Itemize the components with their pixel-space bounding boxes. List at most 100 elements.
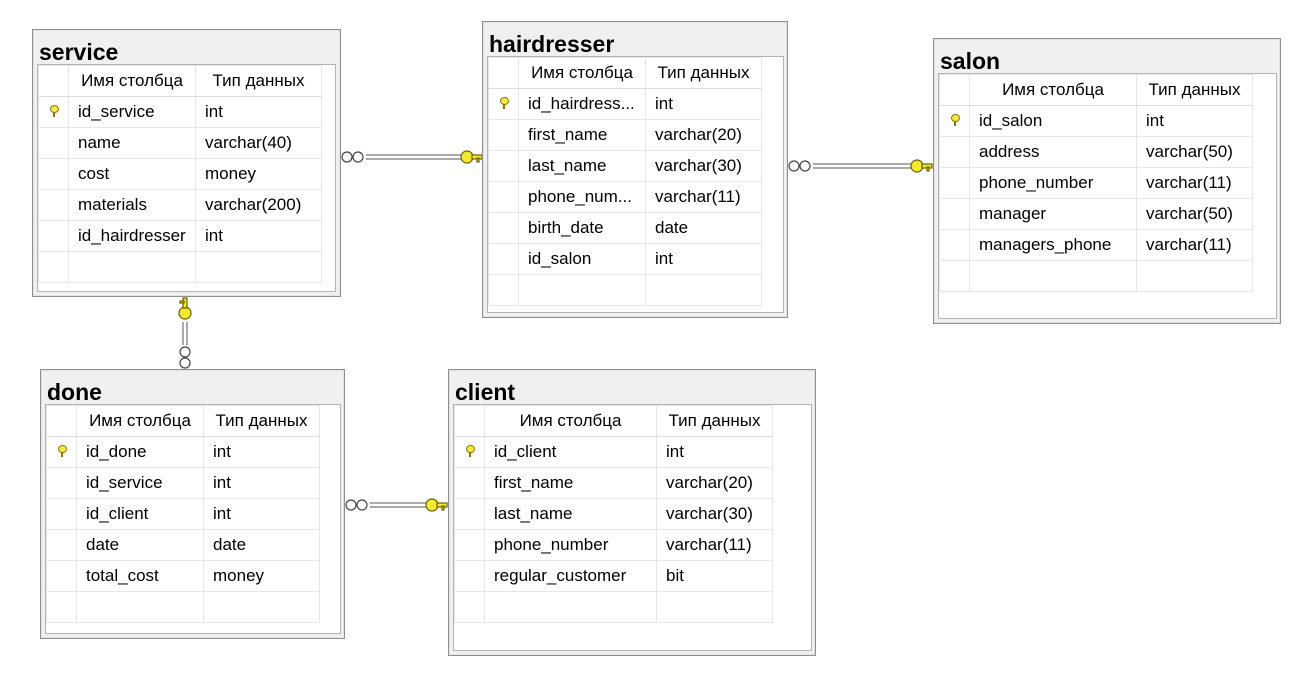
empty-cell[interactable]: [518, 274, 646, 306]
header-column-name[interactable]: Имя столбца: [76, 405, 204, 437]
column-name-cell[interactable]: date: [76, 529, 204, 561]
data-type-cell[interactable]: money: [203, 560, 320, 592]
data-type-cell[interactable]: varchar(11): [645, 181, 762, 213]
relationship-done-client[interactable]: [345, 498, 448, 512]
header-column-name[interactable]: Имя столбца: [969, 74, 1137, 106]
empty-cell[interactable]: [1136, 260, 1253, 292]
column-name-cell[interactable]: id_hairdresser: [68, 220, 196, 252]
data-type-cell[interactable]: int: [645, 88, 762, 120]
data-type-cell[interactable]: varchar(50): [1136, 198, 1253, 230]
column-name-cell[interactable]: name: [68, 127, 196, 159]
header-data-type[interactable]: Тип данных: [656, 405, 773, 437]
column-name-cell[interactable]: last_name: [484, 498, 657, 530]
column-name-cell[interactable]: id_service: [76, 467, 204, 499]
empty-cell[interactable]: [203, 591, 320, 623]
column-name-cell[interactable]: phone_number: [484, 529, 657, 561]
empty-cell[interactable]: [46, 591, 77, 623]
column-name-cell[interactable]: total_cost: [76, 560, 204, 592]
empty-cell[interactable]: [454, 591, 485, 623]
data-type-cell[interactable]: int: [203, 498, 320, 530]
data-type-cell[interactable]: varchar(50): [1136, 136, 1253, 168]
relationship-service-hairdresser[interactable]: [341, 150, 483, 164]
relationship-done-service[interactable]: [178, 297, 192, 369]
column-name-cell[interactable]: manager: [969, 198, 1137, 230]
data-type-cell[interactable]: varchar(11): [1136, 229, 1253, 261]
column-name-cell[interactable]: id_service: [68, 96, 196, 128]
data-type-cell[interactable]: varchar(20): [656, 467, 773, 499]
data-type-cell[interactable]: varchar(30): [645, 150, 762, 182]
empty-new-row[interactable]: [939, 260, 1253, 292]
empty-cell[interactable]: [195, 251, 322, 283]
column-name-cell[interactable]: materials: [68, 189, 196, 221]
data-type-cell[interactable]: varchar(200): [195, 189, 322, 221]
empty-cell[interactable]: [969, 260, 1137, 292]
data-type-cell[interactable]: int: [195, 96, 322, 128]
header-data-type[interactable]: Тип данных: [195, 65, 322, 97]
empty-cell[interactable]: [76, 591, 204, 623]
column-row[interactable]: phone_num...varchar(11): [488, 181, 762, 213]
column-name-cell[interactable]: birth_date: [518, 212, 646, 244]
data-type-cell[interactable]: money: [195, 158, 322, 190]
empty-new-row[interactable]: [454, 591, 773, 623]
data-type-cell[interactable]: date: [203, 529, 320, 561]
empty-new-row[interactable]: [38, 251, 322, 283]
data-type-cell[interactable]: int: [645, 243, 762, 275]
column-name-cell[interactable]: regular_customer: [484, 560, 657, 592]
data-type-cell[interactable]: int: [195, 220, 322, 252]
data-type-cell[interactable]: varchar(40): [195, 127, 322, 159]
column-name-cell[interactable]: last_name: [518, 150, 646, 182]
column-name-cell[interactable]: phone_number: [969, 167, 1137, 199]
empty-cell[interactable]: [488, 274, 519, 306]
empty-new-row[interactable]: [46, 591, 320, 623]
data-type-cell[interactable]: int: [656, 436, 773, 468]
header-column-name[interactable]: Имя столбца: [484, 405, 657, 437]
data-type-cell[interactable]: int: [203, 467, 320, 499]
empty-cell[interactable]: [38, 251, 69, 283]
relationship-hairdresser-salon[interactable]: [788, 159, 933, 173]
column-name-cell[interactable]: managers_phone: [969, 229, 1137, 261]
header-column-name[interactable]: Имя столбца: [518, 57, 646, 89]
column-name-cell[interactable]: id_salon: [518, 243, 646, 275]
column-name-cell[interactable]: id_client: [76, 498, 204, 530]
header-column-name[interactable]: Имя столбца: [68, 65, 196, 97]
data-type-cell[interactable]: int: [1136, 105, 1253, 137]
empty-cell[interactable]: [484, 591, 657, 623]
empty-new-row[interactable]: [488, 274, 762, 306]
column-name-cell[interactable]: id_hairdress...: [518, 88, 646, 120]
column-name-cell[interactable]: phone_num...: [518, 181, 646, 213]
column-row[interactable]: id_hairdress...int: [488, 88, 762, 120]
data-type-cell[interactable]: date: [645, 212, 762, 244]
data-type-cell[interactable]: varchar(11): [656, 529, 773, 561]
column-name-cell[interactable]: first_name: [484, 467, 657, 499]
empty-cell[interactable]: [645, 274, 762, 306]
data-type-cell[interactable]: int: [203, 436, 320, 468]
column-name-cell[interactable]: id_salon: [969, 105, 1137, 137]
data-type-cell[interactable]: varchar(30): [656, 498, 773, 530]
column-name-cell[interactable]: first_name: [518, 119, 646, 151]
column-name-cell[interactable]: cost: [68, 158, 196, 190]
data-type-cell[interactable]: varchar(11): [1136, 167, 1253, 199]
column-name-cell[interactable]: id_done: [76, 436, 204, 468]
